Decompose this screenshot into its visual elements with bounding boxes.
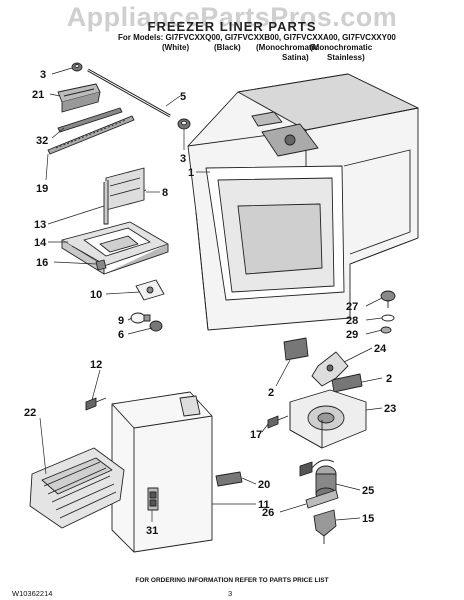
part-1-freezer-liner bbox=[187, 73, 419, 331]
variant-mono-stainless: (Monochromatic bbox=[310, 43, 373, 52]
part-32-strip bbox=[57, 107, 123, 133]
callout-numbers: 3 21 32 19 5 3 1 8 13 14 16 10 9 6 27 28… bbox=[24, 69, 396, 537]
part-15-mount bbox=[313, 509, 337, 544]
callout-14: 14 bbox=[34, 237, 47, 249]
part-28-ring bbox=[381, 314, 395, 322]
variant-mono-satina: (Monochromatic bbox=[256, 43, 319, 52]
part-31-control bbox=[147, 487, 159, 511]
variant-black: (Black) bbox=[214, 43, 241, 52]
callout-11: 11 bbox=[258, 499, 270, 511]
part-2-strip-b bbox=[331, 373, 363, 393]
part-16-clip bbox=[95, 259, 107, 271]
callout-8: 8 bbox=[162, 187, 168, 199]
document-number: W10362214 bbox=[12, 589, 53, 598]
part-19-strip bbox=[47, 115, 135, 155]
part-24-fan-blade bbox=[311, 351, 349, 387]
part-26-bracket bbox=[305, 489, 339, 509]
callout-2-right: 2 bbox=[386, 373, 392, 385]
callout-6: 6 bbox=[118, 329, 124, 341]
part-3-cap-top bbox=[71, 62, 83, 72]
callout-2-left: 2 bbox=[268, 387, 274, 399]
part-17-screw bbox=[267, 415, 289, 429]
callout-22: 22 bbox=[24, 407, 36, 419]
callout-10: 10 bbox=[90, 289, 102, 301]
part-21-rail bbox=[57, 83, 101, 113]
callout-5: 5 bbox=[180, 91, 186, 103]
part-6-socket bbox=[149, 320, 163, 332]
models-line: For Models: GI7FVCXXQ00, GI7FVCXXB00, GI… bbox=[118, 33, 396, 42]
callout-19: 19 bbox=[36, 183, 48, 195]
callout-3-top: 3 bbox=[40, 69, 46, 81]
ordering-instruction: FOR ORDERING INFORMATION REFER TO PARTS … bbox=[135, 577, 329, 584]
part-5-rod bbox=[87, 68, 171, 118]
watermark: AppliancePartsPros.com bbox=[66, 2, 398, 32]
callout-17: 17 bbox=[250, 429, 262, 441]
part-9-bulb bbox=[130, 312, 151, 324]
page-title: FREEZER LINER PARTS bbox=[147, 19, 317, 34]
callout-21: 21 bbox=[32, 89, 44, 101]
callout-20: 20 bbox=[258, 479, 270, 491]
part-10-pad bbox=[135, 279, 165, 301]
callout-23: 23 bbox=[384, 403, 396, 415]
part-27-cap bbox=[380, 290, 396, 308]
part-14-tray bbox=[61, 221, 169, 275]
part-11-cover-panel bbox=[111, 391, 213, 553]
callout-12: 12 bbox=[90, 359, 102, 371]
callout-3-lower: 3 bbox=[180, 153, 186, 165]
callout-31: 31 bbox=[146, 525, 158, 537]
callout-1: 1 bbox=[188, 167, 194, 179]
part-2-strip-a bbox=[283, 337, 309, 361]
callout-15: 15 bbox=[362, 513, 374, 525]
part-3-cap-lower bbox=[177, 118, 191, 130]
variant-sub-satina: Satina) bbox=[282, 53, 309, 62]
leader-lines bbox=[39, 67, 383, 522]
variant-white: (White) bbox=[162, 43, 190, 52]
callout-16: 16 bbox=[36, 257, 48, 269]
part-20-strip bbox=[215, 471, 243, 487]
variant-sub-stainless: Stainless) bbox=[327, 53, 365, 62]
callout-13: 13 bbox=[34, 219, 46, 231]
part-29-washer bbox=[380, 326, 392, 334]
callout-25: 25 bbox=[362, 485, 374, 497]
callout-27: 27 bbox=[346, 301, 358, 313]
part-23-fan-housing bbox=[289, 389, 367, 449]
callout-26: 26 bbox=[262, 507, 274, 519]
page-number: 3 bbox=[228, 589, 233, 598]
callout-29: 29 bbox=[346, 329, 358, 341]
part-13-bracket bbox=[103, 167, 145, 225]
callout-9: 9 bbox=[118, 315, 124, 327]
callout-28: 28 bbox=[346, 315, 358, 327]
part-22-grille bbox=[29, 447, 125, 529]
callout-32: 32 bbox=[36, 135, 48, 147]
callout-24: 24 bbox=[374, 343, 387, 355]
part-12-screw bbox=[85, 397, 107, 411]
